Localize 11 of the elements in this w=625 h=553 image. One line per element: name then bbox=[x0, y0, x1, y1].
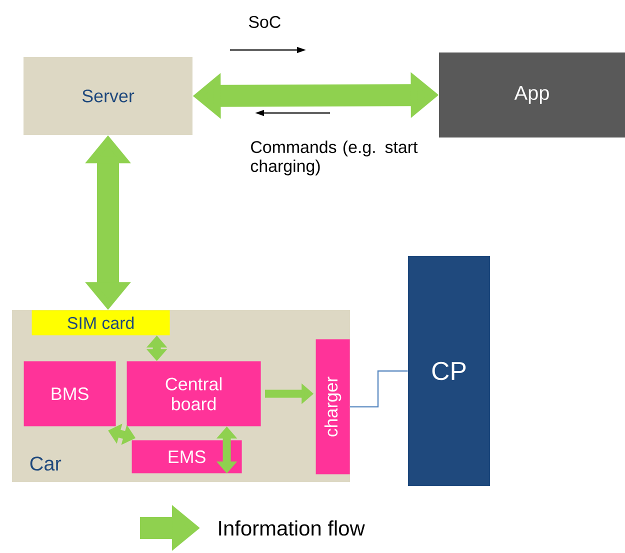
arrow-label: SoC bbox=[248, 16, 280, 28]
component-box: charger bbox=[316, 339, 350, 474]
arrow-label: Commands (e.g. start charging) bbox=[250, 140, 418, 176]
charge-point-box: CP bbox=[408, 256, 490, 486]
component-box: Central board bbox=[126, 361, 261, 426]
app-box: App bbox=[439, 52, 625, 138]
connector-line bbox=[350, 370, 408, 408]
sim-card-box: SIM card bbox=[32, 310, 170, 336]
server-box: Server bbox=[24, 57, 192, 135]
legend-text: Information flow bbox=[219, 520, 365, 536]
component-box: BMS bbox=[24, 361, 116, 426]
